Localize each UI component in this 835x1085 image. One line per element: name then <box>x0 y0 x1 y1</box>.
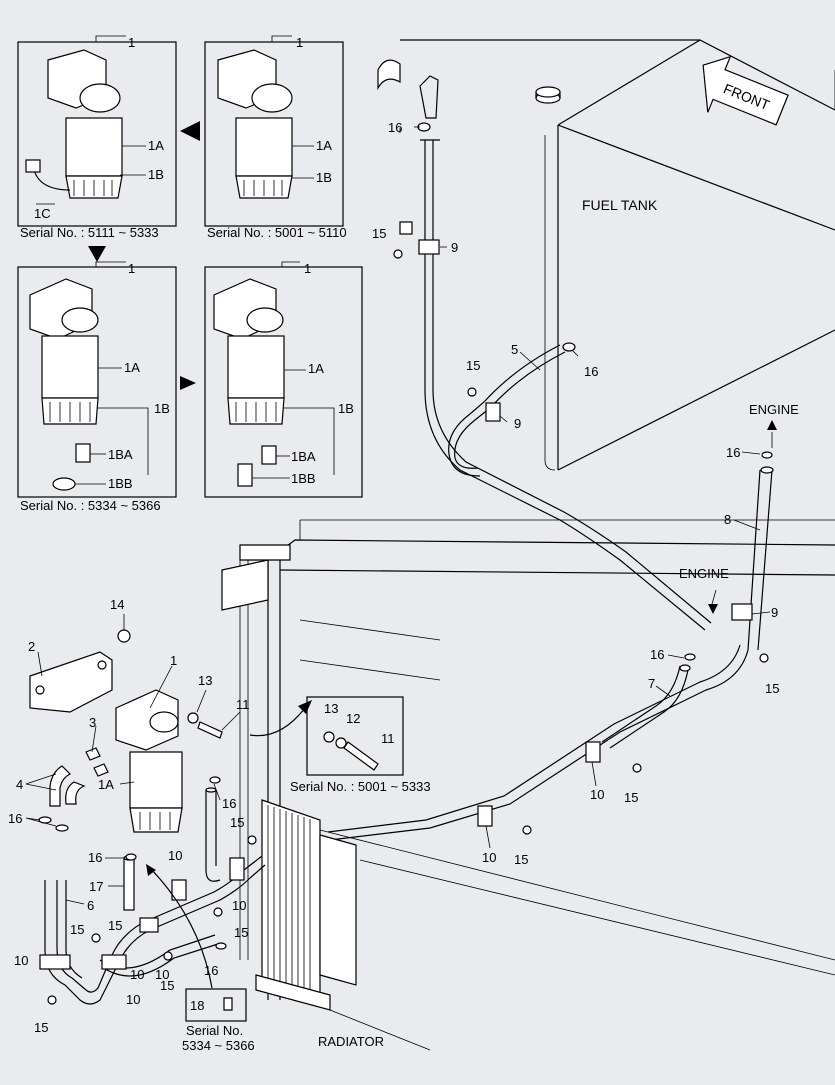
callout-13: 13 <box>198 673 212 688</box>
serial-label-5001-5333: Serial No. : 5001 ~ 5333 <box>290 779 431 794</box>
arrow-down-icon <box>88 246 106 262</box>
callout-12: 12 <box>346 711 360 726</box>
clamps-upper <box>417 122 773 827</box>
callout-numbers: 1 1 1 1 1 1A 1A 1A 1A 1A 1B 1B 1B 1B 1C … <box>8 35 779 1035</box>
callout-10: 10 <box>482 850 496 865</box>
callout-18: 18 <box>190 998 204 1013</box>
radiator-label: RADIATOR <box>318 1034 384 1049</box>
callout-10: 10 <box>168 848 182 863</box>
callout-15: 15 <box>160 978 174 993</box>
callout-1a: 1A <box>308 361 324 376</box>
callout-15: 15 <box>108 918 122 933</box>
callout-9: 9 <box>514 416 521 431</box>
callout-1c: 1C <box>34 206 51 221</box>
callout-10: 10 <box>590 787 604 802</box>
callout-1: 1 <box>296 35 303 50</box>
callout-1: 1 <box>304 261 311 276</box>
callout-1bb: 1BB <box>291 471 316 486</box>
serial-label-5001-5110: Serial No. : 5001 ~ 5110 <box>207 225 347 240</box>
filter-inset-4 <box>204 266 363 498</box>
callout-10: 10 <box>126 992 140 1007</box>
callout-1ba: 1BA <box>291 449 316 464</box>
callout-11: 11 <box>381 731 395 746</box>
fuel-tank <box>377 39 835 471</box>
serial-label-18-line2: 5334 ~ 5366 <box>182 1038 255 1053</box>
callout-16: 16 <box>726 445 740 460</box>
serial-label-5334-5366: Serial No. : 5334 ~ 5366 <box>20 498 161 513</box>
callout-15: 15 <box>624 790 638 805</box>
callout-1bb: 1BB <box>108 476 133 491</box>
callout-1: 1 <box>170 653 177 668</box>
callout-2: 2 <box>28 639 35 654</box>
callout-9: 9 <box>771 605 778 620</box>
callout-4: 4 <box>16 777 23 792</box>
radiator <box>221 519 835 1051</box>
arrow-left-icon <box>180 121 200 141</box>
filter-assembly-main <box>29 629 223 833</box>
callout-10: 10 <box>155 967 169 982</box>
callout-1a: 1A <box>124 360 140 375</box>
engine-label-lower: ENGINE <box>679 566 729 581</box>
serial-inset-18 <box>146 864 247 1022</box>
callout-17: 17 <box>89 879 103 894</box>
serial-label-5111-5333: Serial No. : 5111 ~ 5333 <box>20 225 159 240</box>
inset-leaders <box>36 35 335 485</box>
bolts-upper <box>393 221 769 835</box>
callout-14: 14 <box>110 597 124 612</box>
fuel-tank-label: FUEL TANK <box>582 197 658 213</box>
filter-inset-1 <box>17 41 177 227</box>
bolt-inset <box>249 696 404 776</box>
engine-label-upper: ENGINE <box>749 402 799 417</box>
callout-15: 15 <box>70 922 84 937</box>
callout-1b: 1B <box>148 167 164 182</box>
callout-16: 16 <box>88 850 102 865</box>
callout-15: 15 <box>234 925 248 940</box>
callout-1: 1 <box>128 261 135 276</box>
serial-label-18-line1: Serial No. <box>186 1023 243 1038</box>
callout-6: 6 <box>87 898 94 913</box>
callout-16: 16 <box>650 647 664 662</box>
filter-inset-3 <box>17 266 177 498</box>
callout-16: 16 <box>388 120 402 135</box>
callout-16: 16 <box>8 811 22 826</box>
callout-1: 1 <box>128 35 135 50</box>
front-arrow: FRONT <box>702 55 789 126</box>
callout-1a: 1A <box>98 777 114 792</box>
fuel-lines-upper <box>327 139 774 841</box>
callout-15: 15 <box>514 852 528 867</box>
callout-15: 15 <box>765 681 779 696</box>
callout-3: 3 <box>89 715 96 730</box>
callout-10: 10 <box>14 953 28 968</box>
callout-1a: 1A <box>148 138 164 153</box>
callout-1b: 1B <box>338 401 354 416</box>
callout-1b: 1B <box>154 401 170 416</box>
clamps-lower <box>39 835 257 1005</box>
callout-9: 9 <box>451 240 458 255</box>
callout-15: 15 <box>230 815 244 830</box>
callout-5: 5 <box>511 342 518 357</box>
callout-1a: 1A <box>316 138 332 153</box>
callout-8: 8 <box>724 512 731 527</box>
callout-15: 15 <box>466 358 480 373</box>
leaders-main <box>25 126 777 905</box>
filter-inset-2 <box>204 41 344 227</box>
callout-16: 16 <box>222 796 236 811</box>
callout-15: 15 <box>372 226 386 241</box>
callout-15: 15 <box>34 1020 48 1035</box>
callout-1b: 1B <box>316 170 332 185</box>
callout-1ba: 1BA <box>108 447 133 462</box>
callout-16: 16 <box>584 364 598 379</box>
callout-13: 13 <box>324 701 338 716</box>
callout-11: 11 <box>236 697 250 712</box>
callout-7: 7 <box>648 676 655 691</box>
callout-16: 16 <box>204 963 218 978</box>
callout-10: 10 <box>232 898 246 913</box>
callout-10: 10 <box>130 967 144 982</box>
arrow-right-icon <box>180 376 196 390</box>
